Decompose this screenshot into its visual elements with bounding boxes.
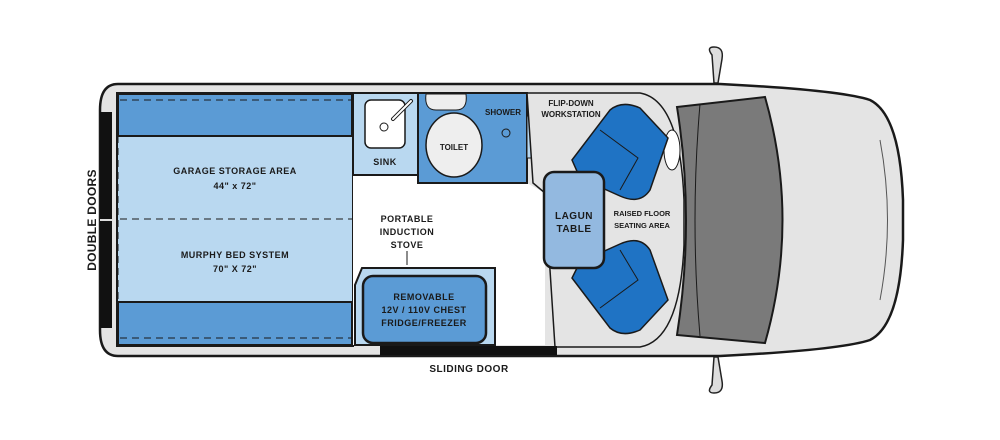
flip-down-label-2: WORKSTATION <box>541 110 600 119</box>
raised-floor-label-2: SEATING AREA <box>614 221 670 230</box>
sliding-door-label: SLIDING DOOR <box>429 364 509 375</box>
mirror-bottom <box>708 356 724 394</box>
shower-label: SHOWER <box>485 108 521 117</box>
garage-dims-label: 44" x 72" <box>213 181 256 191</box>
fridge-label-3: FRIDGE/FREEZER <box>381 318 467 328</box>
top-storage-strip <box>117 93 353 137</box>
fridge-label-1: REMOVABLE <box>393 292 454 302</box>
mirror-top <box>708 46 724 84</box>
murphy-bed-label: MURPHY BED SYSTEM <box>181 250 289 260</box>
sliding-door <box>380 346 557 355</box>
table-label-2: TABLE <box>556 224 591 235</box>
stove-label-3: STOVE <box>391 240 424 250</box>
windshield <box>675 95 784 345</box>
toilet <box>425 112 483 178</box>
stove-label-1: PORTABLE <box>381 214 434 224</box>
shower-drain-icon <box>501 128 511 138</box>
fridge-label-2: 12V / 110V CHEST <box>381 305 466 315</box>
double-doors-label: DOUBLE DOORS <box>85 169 99 271</box>
chest-fridge <box>361 274 488 345</box>
raised-floor-label-1: RAISED FLOOR <box>614 209 671 218</box>
stove-label-2: INDUCTION <box>380 227 435 237</box>
drain-icon <box>379 122 389 132</box>
sink-basin <box>364 99 406 149</box>
lagun-table <box>542 170 606 270</box>
garage-storage-label: GARAGE STORAGE AREA <box>173 166 297 176</box>
bottom-storage-strip <box>117 301 353 346</box>
sink-label: SINK <box>373 157 397 167</box>
toilet-label: TOILET <box>440 143 468 152</box>
table-label-1: LAGUN <box>555 211 593 222</box>
flip-down-label-1: FLIP-DOWN <box>548 99 594 108</box>
murphy-dims-label: 70" X 72" <box>213 264 257 274</box>
